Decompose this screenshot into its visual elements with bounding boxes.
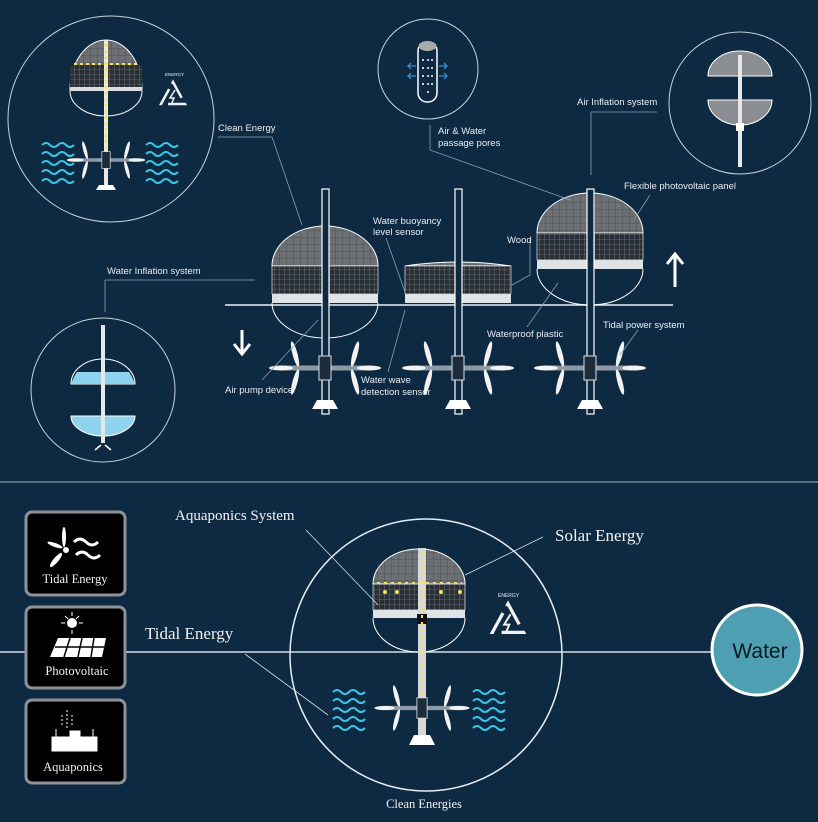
label-tidal-power: Tidal power system xyxy=(603,320,685,331)
legend-aquaponics: Aquaponics xyxy=(24,698,127,785)
arrow-down-icon xyxy=(232,330,252,357)
label-buoyancy-2: level sensor xyxy=(373,227,424,238)
label-tidal-energy: Tidal Energy xyxy=(145,624,234,643)
device-inflated-down xyxy=(268,188,382,415)
water-label: Water xyxy=(732,640,787,663)
label-clean-energy: Clean Energy xyxy=(218,123,276,134)
water-node: Water xyxy=(710,603,804,697)
energy-flow-line xyxy=(74,44,138,170)
label-flexible-pv: Flexible photovoltaic panel xyxy=(624,181,736,192)
solar-panel-icon xyxy=(50,612,106,658)
tidal-turbine-icon xyxy=(47,527,102,568)
label-wood: Wood xyxy=(507,235,532,246)
label-wave-sensor-2: detection sensor xyxy=(361,387,431,398)
label-water-inflation: Water Inflation system xyxy=(107,266,201,277)
aquaponics-icon xyxy=(51,710,98,752)
label-wave-sensor-1: Water wave xyxy=(361,375,411,386)
label-aquaponics-system: Aquaponics System xyxy=(175,508,295,524)
label-pores-2: passage pores xyxy=(438,138,501,149)
label-clean-energies: Clean Energies xyxy=(386,797,462,811)
device-inflated-up xyxy=(533,188,647,415)
label-buoyancy-1: Water buoyancy xyxy=(373,216,442,227)
water-inflation-detail-circle xyxy=(30,317,176,463)
label-pores-1: Air & Water xyxy=(438,126,486,137)
recycle-energy-icon xyxy=(159,80,187,107)
label-air-inflation: Air Inflation system xyxy=(577,97,657,108)
label-solar-energy: Solar Energy xyxy=(555,526,644,545)
air-inflation-detail-circle xyxy=(668,31,812,175)
energy-badge-label: ENERGY xyxy=(498,593,520,599)
wave-icon xyxy=(41,142,75,184)
energy-flow-line xyxy=(377,552,462,720)
legend-tidal-energy: Tidal Energy xyxy=(24,510,127,597)
label-waterproof: Waterproof plastic xyxy=(487,329,563,340)
arrow-up-icon xyxy=(665,251,685,287)
wave-icon xyxy=(332,689,366,731)
clean-energy-detail-circle: ENERGY xyxy=(7,15,215,223)
legend-photovoltaic: Photovoltaic xyxy=(24,605,127,690)
passage-pores-detail-circle xyxy=(377,18,479,120)
clean-energies-circle: ENERGY xyxy=(289,518,563,792)
wave-icon xyxy=(145,142,179,184)
device-neutral xyxy=(401,188,515,415)
energy-badge-label: ENERGY xyxy=(165,72,184,77)
recycle-energy-icon xyxy=(490,602,526,636)
wave-icon xyxy=(472,689,506,731)
legend-label: Photovoltaic xyxy=(45,664,109,678)
label-air-pump: Air pump device xyxy=(225,385,293,396)
legend-label: Aquaponics xyxy=(43,760,103,774)
legend-label: Tidal Energy xyxy=(43,572,109,586)
